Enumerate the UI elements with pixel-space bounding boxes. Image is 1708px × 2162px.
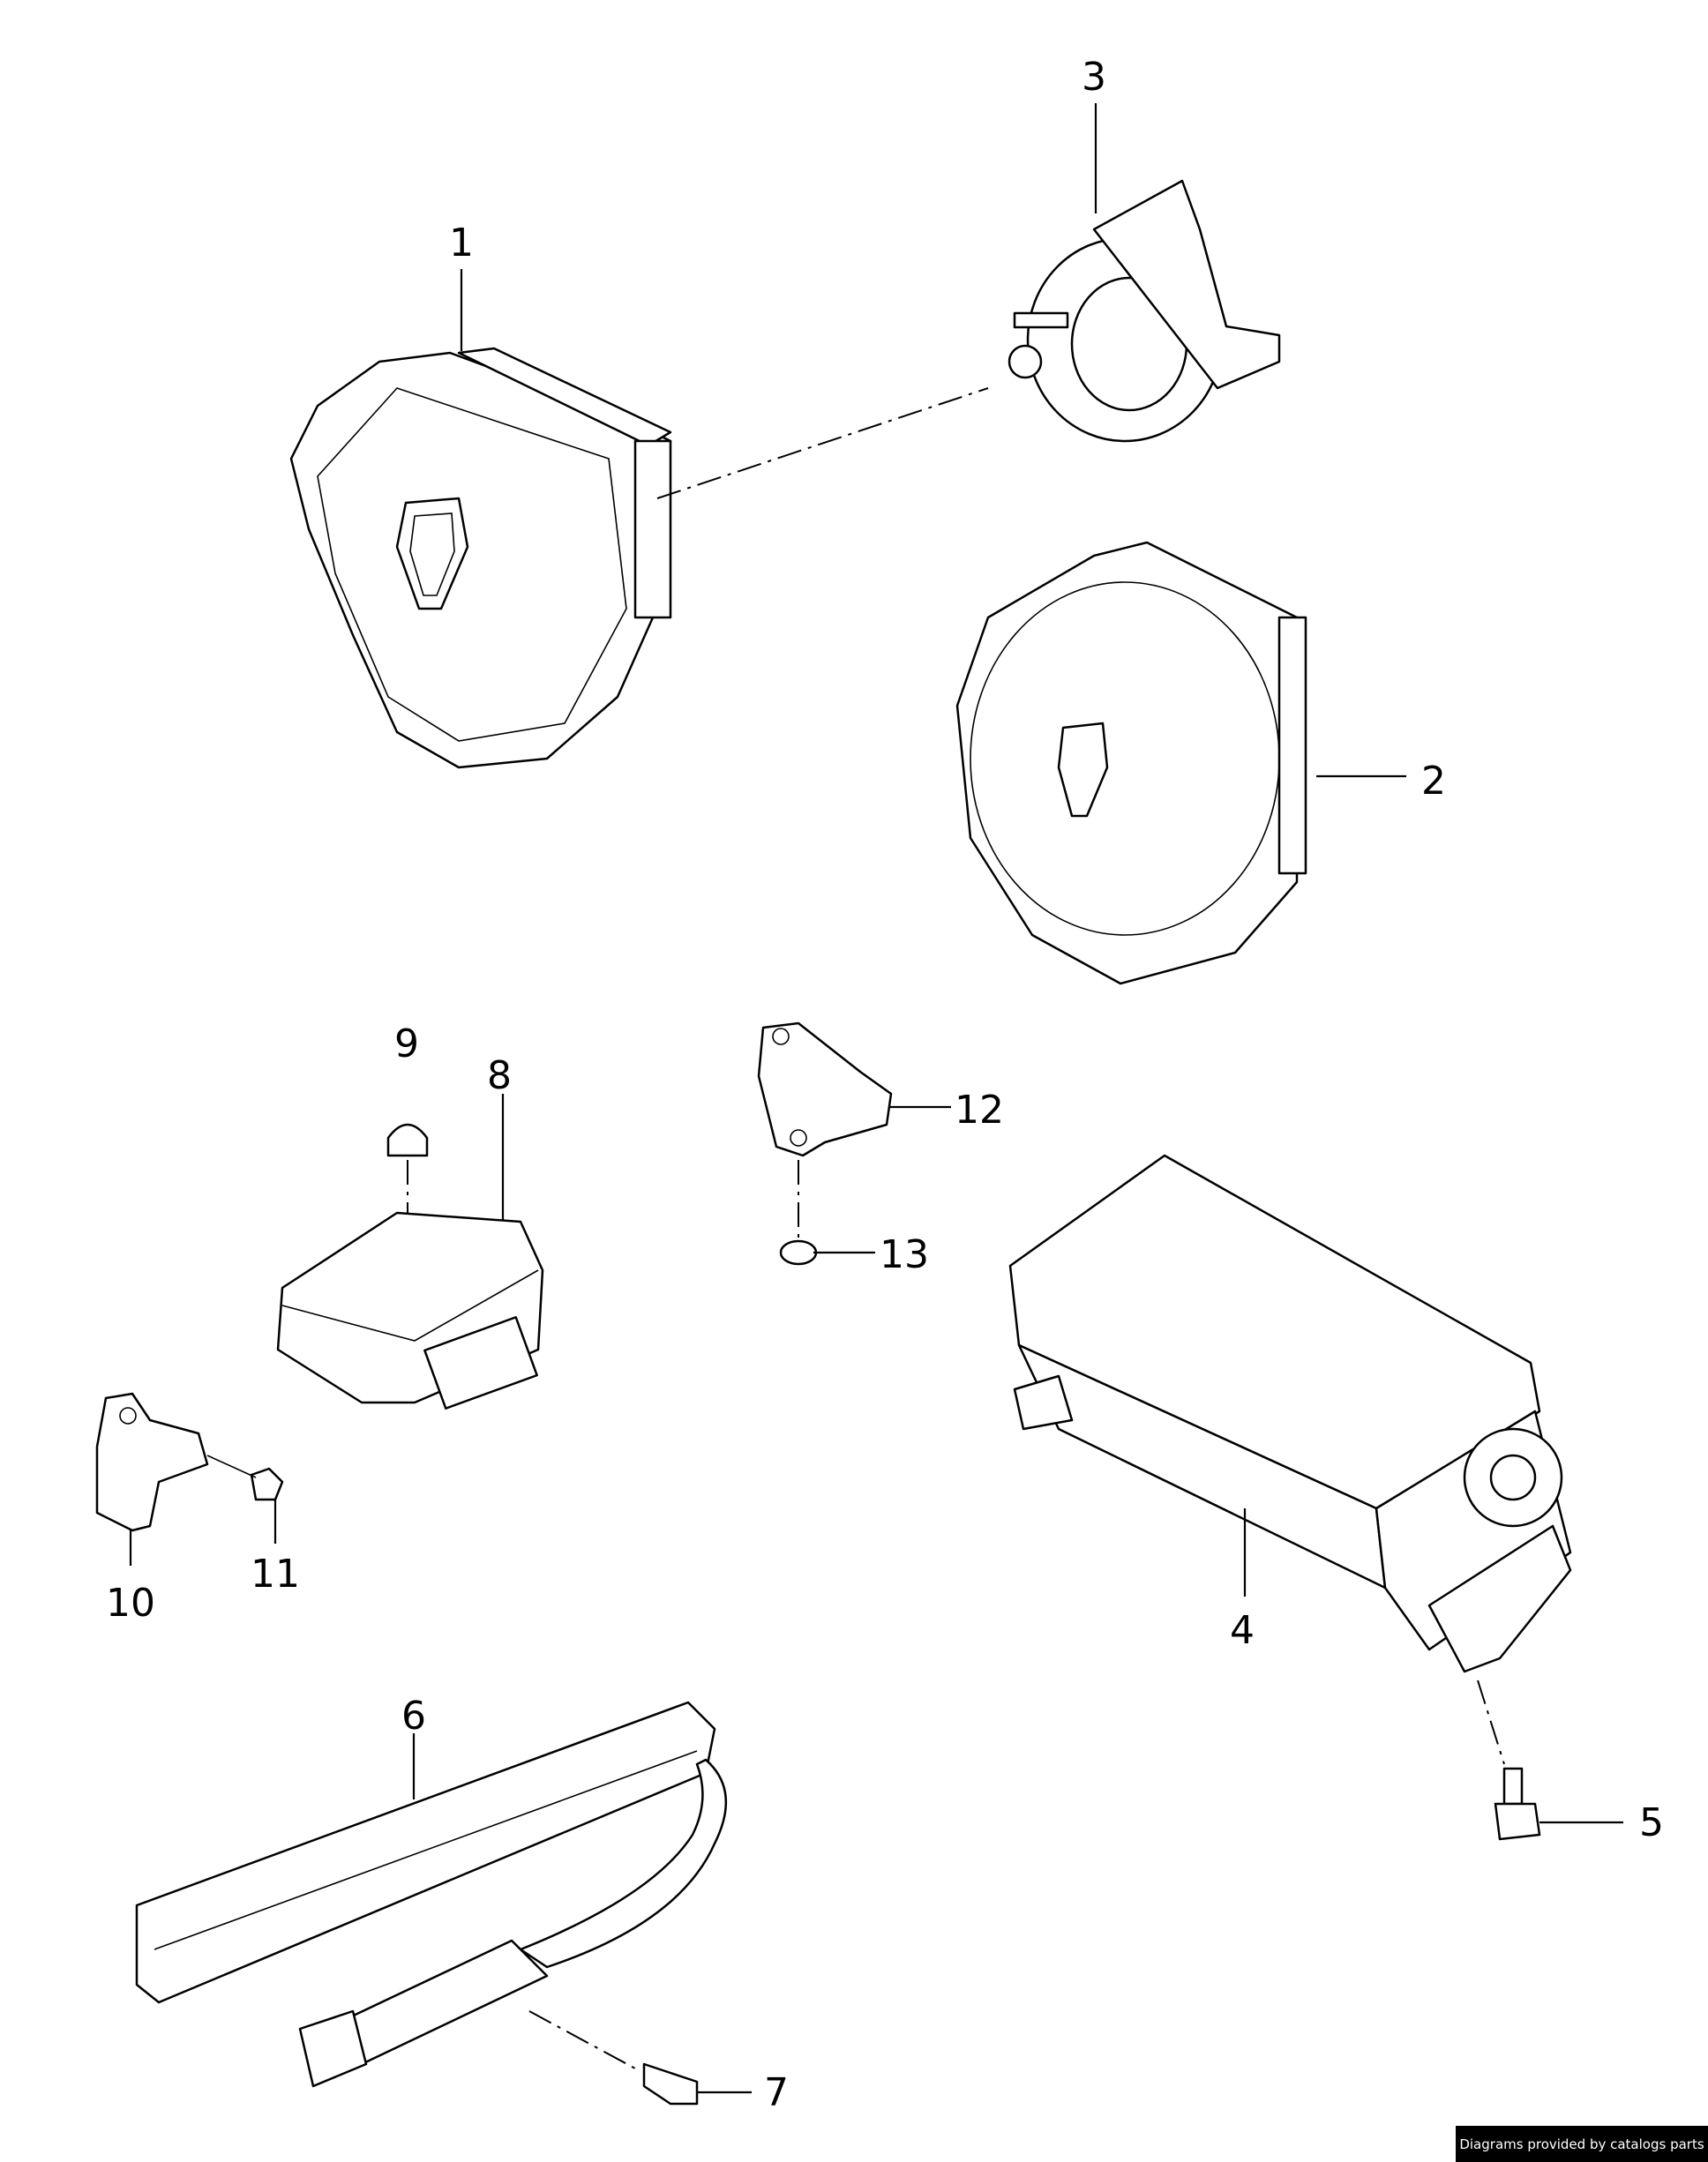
- part-9-nut[interactable]: [386, 1123, 429, 1157]
- callout-3[interactable]: 3: [1082, 55, 1106, 100]
- part-12-sensor[interactable]: [757, 1021, 893, 1157]
- callout-13[interactable]: 13: [880, 1232, 929, 1277]
- part-4-passenger-airbag[interactable]: [1008, 1154, 1572, 1673]
- part-5-bolt[interactable]: [1494, 1767, 1541, 1841]
- part-1-driver-airbag[interactable]: [289, 347, 672, 769]
- callout-8[interactable]: 8: [487, 1053, 512, 1098]
- callout-9[interactable]: 9: [394, 1021, 419, 1066]
- callout-6[interactable]: 6: [401, 1694, 426, 1739]
- part-13-nut[interactable]: [779, 1239, 818, 1266]
- part-10-sensor[interactable]: [95, 1392, 209, 1532]
- callout-2[interactable]: 2: [1421, 759, 1446, 804]
- attribution-badge: Diagrams provided by catalogs parts: [1456, 2126, 1708, 2162]
- part-8-control-unit[interactable]: [276, 1211, 544, 1410]
- callout-10[interactable]: 10: [106, 1581, 155, 1626]
- callout-5[interactable]: 5: [1639, 1800, 1664, 1845]
- part-2-driver-airbag-alt[interactable]: [955, 541, 1307, 985]
- callout-12[interactable]: 12: [955, 1088, 1004, 1133]
- callout-4[interactable]: 4: [1230, 1608, 1255, 1653]
- part-11-nut[interactable]: [250, 1467, 284, 1501]
- part-3-clock-spring[interactable]: [1008, 179, 1281, 443]
- part-7-bolt[interactable]: [642, 2062, 699, 2106]
- callout-7[interactable]: 7: [764, 2070, 789, 2115]
- callout-11[interactable]: 11: [251, 1552, 300, 1597]
- part-6-curtain-airbag[interactable]: [135, 1701, 728, 2088]
- leader-lines: [129, 103, 1623, 2094]
- callout-1[interactable]: 1: [449, 221, 474, 266]
